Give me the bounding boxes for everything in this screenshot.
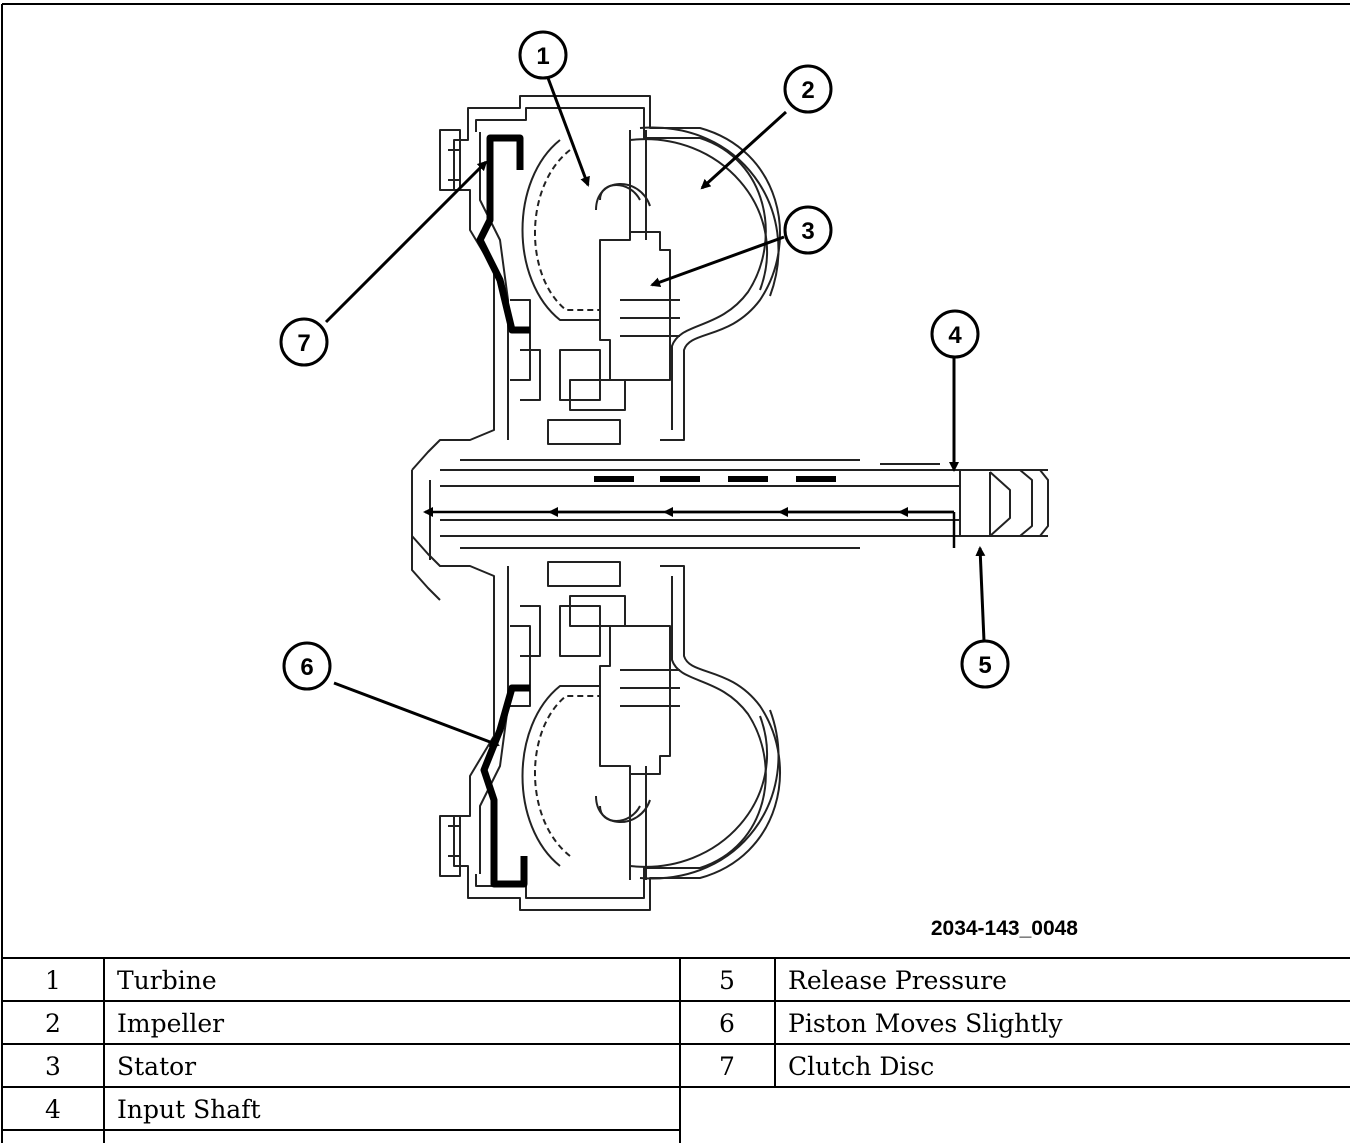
legend-num: 3 [45, 1052, 61, 1081]
svg-text:7: 7 [297, 330, 310, 357]
legend-label: Piston Moves Slightly [788, 1009, 1063, 1038]
svg-text:5: 5 [978, 652, 991, 679]
callout-3: 3 [783, 205, 833, 255]
legend-num: 4 [45, 1095, 61, 1124]
legend-right-column: 5 Release Pressure 6 Piston Moves Slight… [719, 966, 1063, 1081]
svg-text:6: 6 [300, 654, 313, 681]
legend-label: Clutch Disc [788, 1052, 934, 1081]
legend-num: 5 [719, 966, 735, 995]
legend-label: Turbine [117, 966, 217, 995]
leader-lines [324, 77, 986, 747]
figure-id: 2034-143_0048 [931, 917, 1078, 940]
legend-table-grid [2, 958, 1350, 1143]
legend-num: 2 [45, 1009, 61, 1038]
legend-label: Release Pressure [788, 966, 1007, 995]
figure-frame [1, 3, 1350, 1143]
clutch-path [476, 134, 530, 888]
svg-text:4: 4 [948, 322, 962, 349]
legend-num: 7 [719, 1052, 735, 1081]
legend-left-column: 1 Turbine 2 Impeller 3 Stator 4 Input Sh… [45, 966, 260, 1124]
callout-5: 5 [960, 639, 1010, 689]
svg-text:2: 2 [801, 77, 814, 104]
legend-label: Impeller [117, 1009, 224, 1038]
callout-4: 4 [930, 309, 980, 359]
torque-converter-drawing [411, 95, 1049, 911]
callout-6: 6 [282, 641, 332, 691]
legend-num: 6 [719, 1009, 735, 1038]
legend-label: Stator [117, 1052, 196, 1081]
legend-num: 1 [45, 966, 61, 995]
callout-2: 2 [783, 64, 833, 114]
legend-label: Input Shaft [117, 1095, 261, 1124]
flow-arrows [423, 507, 956, 548]
callout-1: 1 [518, 30, 568, 80]
callout-7: 7 [279, 317, 329, 367]
svg-text:1: 1 [536, 43, 549, 70]
svg-text:3: 3 [801, 218, 814, 245]
